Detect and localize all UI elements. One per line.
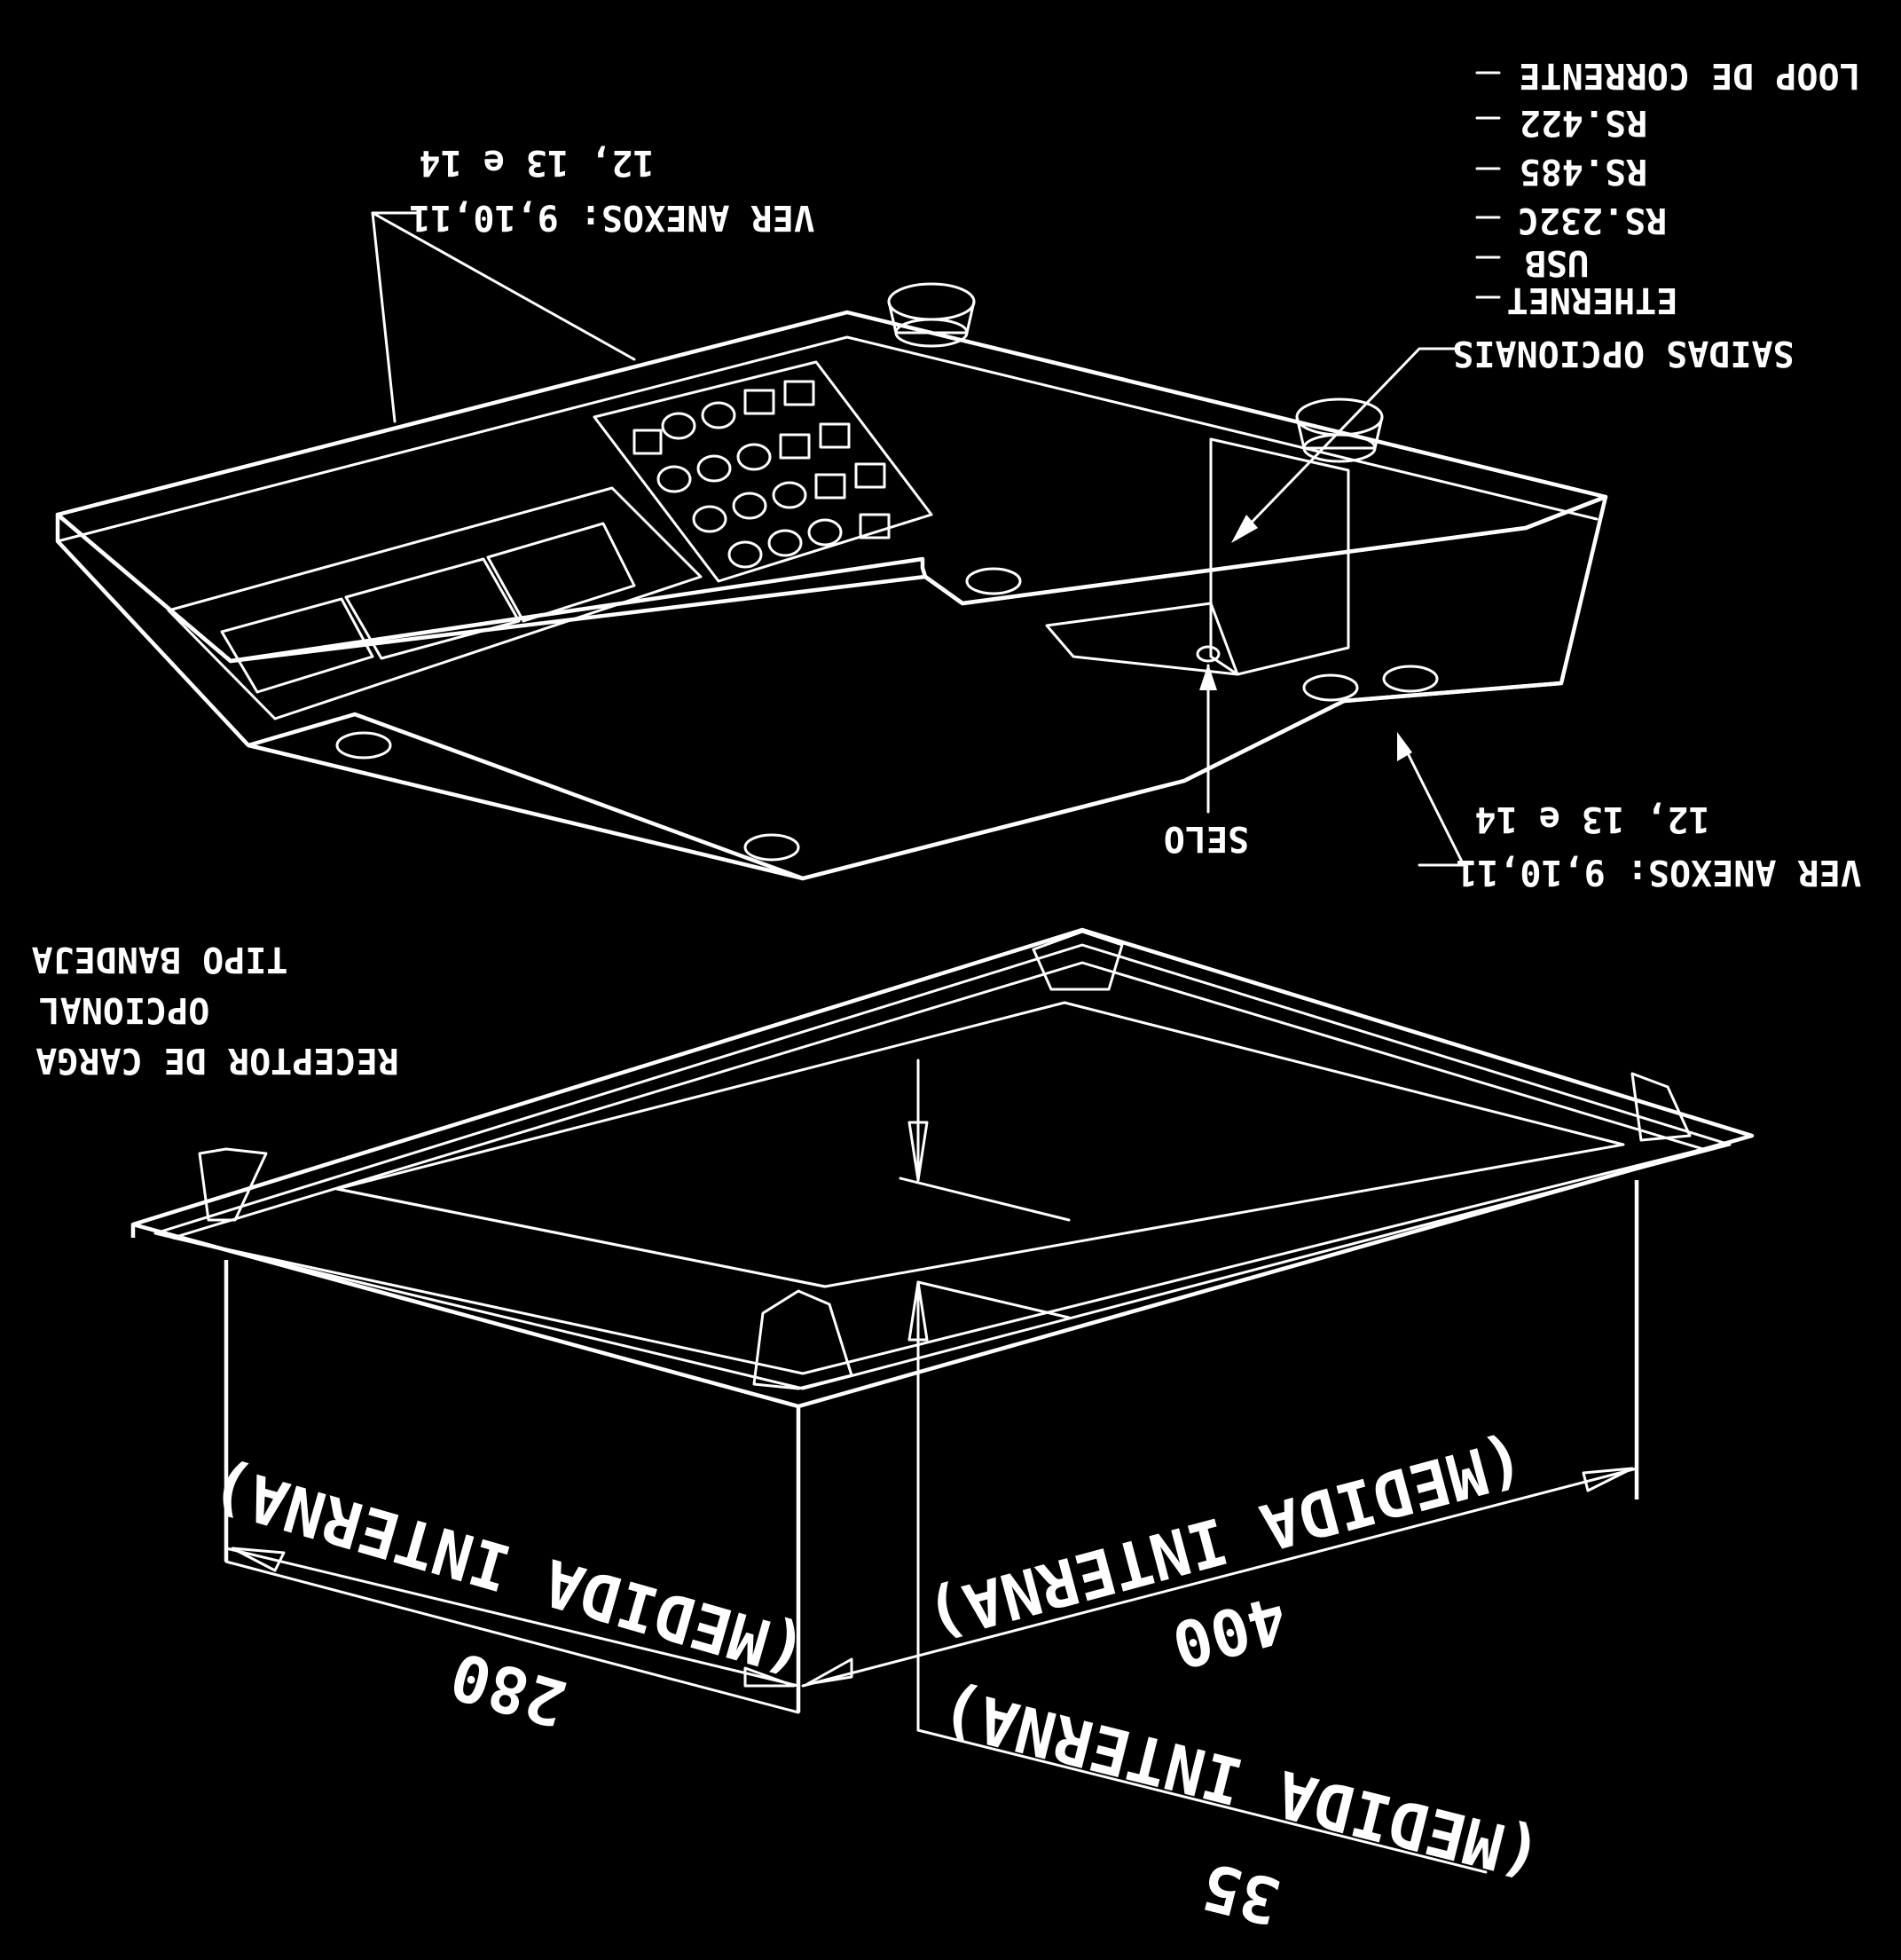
tray-corner-gusset (198, 1147, 268, 1222)
key (743, 389, 775, 415)
keypad-keys (632, 380, 891, 569)
key (779, 433, 811, 460)
key (701, 401, 736, 429)
display-window-1 (220, 597, 374, 694)
indicator-top-rim (56, 335, 1599, 543)
label-output-usb: USB (1525, 242, 1589, 283)
tray-outer-rim (130, 927, 1755, 1409)
key (696, 454, 732, 483)
arrowhead (805, 1657, 853, 1686)
arrowhead (1199, 664, 1217, 690)
key (727, 540, 763, 569)
tray-corner-gusset (1032, 930, 1124, 991)
optional-output-box (1209, 437, 1350, 676)
indicator-housing (55, 282, 1608, 881)
label-output-loop: LOOP DE CORRENTE (1519, 55, 1860, 96)
leader-saidas (1240, 347, 1461, 534)
label-ver-anexos-bottom-2: 12, 13 e 14 (1475, 799, 1710, 839)
seal-rail (1045, 602, 1239, 676)
foot-socket (1382, 665, 1439, 693)
tray-corner-gusset (1630, 1072, 1692, 1142)
key (783, 380, 815, 406)
tray-floor (335, 1001, 1625, 1288)
dim-value-depth: 35 (1195, 1848, 1287, 1939)
label-opcional: OPCIONAL (39, 989, 210, 1030)
leader-lines-top (371, 71, 1501, 867)
indicator-base-edge (247, 681, 1562, 881)
leader-anexos-top-2 (371, 211, 636, 361)
key (819, 422, 851, 449)
key (632, 429, 663, 455)
label-tipo-bandeja: TIPO BANDEJA (32, 939, 288, 980)
display-panel (167, 486, 703, 720)
label-ver-anexos-top-2: 12, 13 e 14 (420, 142, 655, 183)
label-output-rs422: RS.422 (1520, 102, 1648, 143)
key (767, 529, 803, 557)
display-window-3 (486, 522, 636, 623)
key (732, 492, 767, 520)
key (656, 465, 692, 493)
tray-bottom-edge (224, 1560, 800, 1714)
depth-ref-line (899, 1177, 1071, 1222)
arrowhead (1397, 732, 1412, 761)
key (772, 481, 807, 509)
indicator-top-face (55, 310, 1608, 664)
key (736, 443, 772, 471)
tray-rim-inner-2 (171, 961, 1705, 1375)
label-selo: SELO (1164, 818, 1249, 859)
dim-value-length: 400 (1165, 1581, 1295, 1683)
label-saidas-opcionais: SAIDAS OPCIONAIS (1452, 333, 1794, 374)
arrowhead (743, 1666, 796, 1688)
arrowhead (1582, 1467, 1634, 1492)
key (661, 412, 696, 440)
leader-anexos-top (371, 211, 419, 423)
leveling-foot-1 (887, 282, 976, 348)
tray-rim-inner (153, 943, 1732, 1390)
indicator-front-left-face (55, 494, 1608, 881)
label-output-rs485: RS.485 (1520, 151, 1648, 192)
foot-socket (335, 731, 392, 760)
foot-socket (965, 567, 1022, 595)
load-receptor-tray (130, 927, 1755, 1874)
label-receptor-de-carga: RECEPTOR DE CARGA (35, 1040, 398, 1081)
key (807, 518, 843, 547)
label-ver-anexos-bottom: VER ANEXOS: 9,10,11 (1456, 852, 1862, 893)
leader-anexos-bottom (1400, 739, 1465, 867)
seal-point (1196, 645, 1221, 663)
key (692, 505, 727, 533)
depth-dim-line (916, 1728, 1488, 1874)
label-output-rs232c: RS.232C (1518, 200, 1668, 240)
length-dim-line (801, 1467, 1638, 1688)
depth-ref-line-2 (916, 1280, 1071, 1319)
foot-socket (743, 833, 800, 862)
foot-socket (1302, 673, 1359, 702)
key (859, 513, 891, 539)
arrowhead (231, 1547, 286, 1572)
tray-corner-gusset (752, 1289, 853, 1390)
tray-floor-edge (335, 1187, 827, 1288)
arrowhead (907, 1121, 929, 1182)
width-dim-line (224, 1547, 800, 1688)
dim-value-width: 280 (443, 1638, 574, 1742)
display-window-2 (344, 557, 521, 660)
leveling-foot-2 (1295, 398, 1384, 463)
keypad-frame (593, 360, 933, 583)
key (854, 462, 886, 489)
arrowhead (1231, 515, 1258, 543)
arrowhead (907, 1280, 929, 1342)
label-output-ethernet: ETHERNET (1507, 279, 1678, 320)
label-ver-anexos-top: VER ANEXOS: 9,10,11 (409, 197, 815, 238)
key (814, 473, 846, 500)
